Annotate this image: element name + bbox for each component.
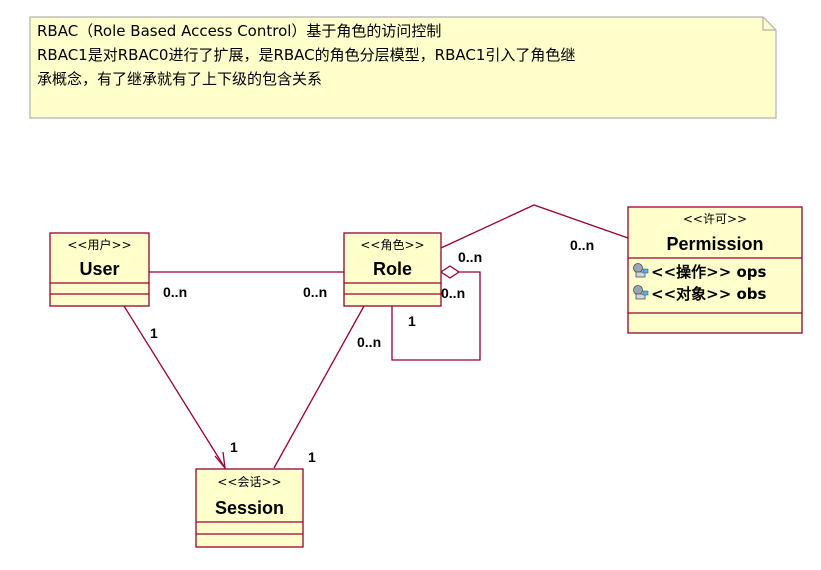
permission-attribute-obs: <<对象>> obs	[651, 285, 767, 303]
note: RBAC（Role Based Access Control）基于角色的访问控制…	[29, 16, 777, 119]
permission-attribute-ops: <<操作>> ops	[651, 263, 767, 281]
association-role-session	[273, 305, 365, 469]
association-user-session	[123, 305, 226, 469]
multiplicity-user-session-session-end: 1	[230, 439, 238, 455]
multiplicity-role-session-session-end: 1	[308, 449, 316, 465]
class-user-stereotype: <<用户>>	[67, 237, 131, 252]
navigation-arrow-head	[214, 451, 226, 471]
class-user-name: User	[79, 259, 119, 279]
multiplicity-role-permission-role-end: 0..n	[458, 249, 482, 265]
note-line-3: 承概念，有了继承就有了上下级的包含关系	[37, 70, 322, 88]
class-role[interactable]: <<角色>> Role	[343, 232, 442, 307]
association-role-permission	[440, 204, 629, 249]
aggregation-diamond	[439, 265, 461, 279]
class-session-name: Session	[215, 498, 284, 518]
multiplicity-role-permission-permission-end: 0..n	[570, 237, 594, 253]
class-permission[interactable]: <<许可>> Permission <<操作>> ops <<对象>> obs	[627, 206, 803, 334]
class-permission-box	[627, 206, 803, 334]
key-attribute-icon	[633, 285, 649, 300]
association-role-self	[391, 271, 481, 361]
note-line-1: RBAC（Role Based Access Control）基于角色的访问控制	[37, 22, 441, 40]
class-permission-name: Permission	[666, 234, 763, 254]
class-permission-stereotype: <<许可>>	[683, 212, 747, 226]
associations	[123, 204, 629, 471]
class-role-name: Role	[373, 259, 412, 279]
key-attribute-icon	[633, 263, 649, 278]
multiplicity-role-self-aggregate-end: 0..n	[441, 285, 465, 301]
multiplicity-role-self-part-end: 1	[408, 313, 416, 329]
multiplicity-user-role-role-end: 0..n	[303, 284, 327, 300]
note-line-2: RBAC1是对RBAC0进行了扩展，是RBAC的角色分层模型，RBAC1引入了角…	[37, 46, 575, 64]
class-session-stereotype: <<会话>>	[217, 475, 281, 489]
multiplicity-user-session-user-end: 1	[150, 325, 158, 341]
class-user[interactable]: <<用户>> User	[49, 232, 150, 307]
note-fold	[762, 17, 776, 31]
class-session[interactable]: <<会话>> Session	[195, 468, 304, 548]
note-box	[29, 16, 777, 119]
multiplicity-role-session-role-end: 0..n	[357, 334, 381, 350]
multiplicity-labels: 0..n 0..n 0..n 0..n 0..n 1 1 1 0..n 1	[150, 237, 594, 465]
class-role-stereotype: <<角色>>	[360, 238, 424, 252]
multiplicity-user-role-user-end: 0..n	[163, 284, 187, 300]
